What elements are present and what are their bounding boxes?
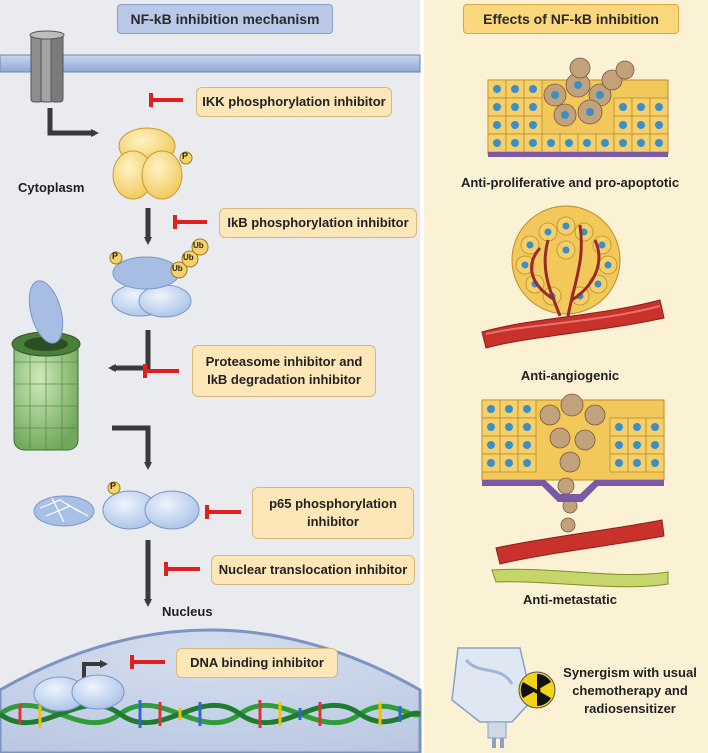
inhibitor-bar-proteasome — [143, 364, 179, 378]
effect-caption-metastatic: Anti-metastatic — [523, 592, 617, 607]
chemo-iv-bag-icon — [451, 647, 533, 748]
synergy-line: chemotherapy and — [572, 683, 688, 698]
inhibitor-bar-translocation — [164, 562, 200, 576]
inhibitor-box-p65: p65 phosphorylation inhibitor — [252, 487, 414, 539]
tissue-metastatic-illustration — [481, 393, 669, 588]
phospho-marker-ikk: P — [182, 151, 189, 161]
ubiquitin-marker: Ub — [183, 253, 194, 262]
arrow-proteasome-to-p65 — [112, 425, 152, 470]
synergy-line: Synergism with usual — [563, 665, 697, 680]
ubiquitin-marker: Ub — [193, 241, 204, 250]
inhibitor-bar-ikk — [149, 93, 183, 107]
nfkb-dimer — [102, 481, 200, 530]
dna-helix — [0, 674, 422, 728]
inhibitor-label: Nuclear translocation inhibitor — [218, 562, 408, 577]
inhibitor-bar-dna — [130, 655, 165, 669]
tissue-apoptotic-illustration — [487, 57, 669, 157]
effect-caption-apoptotic: Anti-proliferative and pro-apoptotic — [460, 175, 680, 190]
cell-membrane — [0, 54, 421, 73]
phospho-marker-ikb: P — [112, 251, 119, 261]
inhibitor-bar-ikb — [173, 215, 207, 229]
radiation-icon — [518, 671, 556, 709]
arrow-receptor-to-ikk — [47, 108, 99, 137]
inhibitor-label-line: IkB degradation inhibitor — [207, 372, 361, 387]
inhibitor-bar-p65 — [205, 505, 241, 519]
inhibitor-box-ikb: IkB phosphorylation inhibitor — [219, 208, 417, 238]
ikb-complex — [109, 238, 209, 318]
ubiquitin-marker: Ub — [172, 264, 183, 273]
effect-caption-angiogenic: Anti-angiogenic — [520, 368, 620, 383]
effect-caption-synergy: Synergism with usual chemotherapy and ra… — [560, 664, 700, 718]
inhibitor-box-proteasome: Proteasome inhibitor and IkB degradation… — [192, 345, 376, 397]
inhibitor-box-ikk: IKK phosphorylation inhibitor — [196, 87, 392, 117]
inhibitor-label-line: inhibitor — [307, 514, 359, 529]
inhibitor-box-translocation: Nuclear translocation inhibitor — [211, 555, 415, 585]
phospho-marker-p65: P — [110, 481, 117, 491]
mechanism-header: NF-kB inhibition mechanism — [117, 4, 333, 34]
tissue-angiogenic-illustration — [481, 205, 665, 349]
proteasome — [11, 280, 81, 451]
ikk-complex — [112, 127, 193, 200]
inhibitor-box-dna: DNA binding inhibitor — [176, 648, 338, 678]
arrow-ikb-to-proteasome — [108, 330, 151, 372]
inhibitor-label: IkB phosphorylation inhibitor — [227, 215, 409, 230]
nucleus-label: Nucleus — [162, 604, 213, 619]
synergy-line: radiosensitizer — [584, 701, 676, 716]
inhibitor-label-line: Proteasome inhibitor and — [205, 354, 363, 369]
inhibitor-label-line: p65 phosphorylation — [269, 496, 397, 511]
inhibitor-label: IKK phosphorylation inhibitor — [202, 94, 386, 109]
panel-divider — [420, 0, 424, 753]
cytoplasm-label: Cytoplasm — [18, 180, 85, 195]
inhibitor-label: DNA binding inhibitor — [190, 655, 324, 670]
effects-header: Effects of NF-kB inhibition — [463, 4, 679, 34]
degraded-ikb — [33, 495, 95, 527]
receptor-shape — [29, 30, 65, 103]
